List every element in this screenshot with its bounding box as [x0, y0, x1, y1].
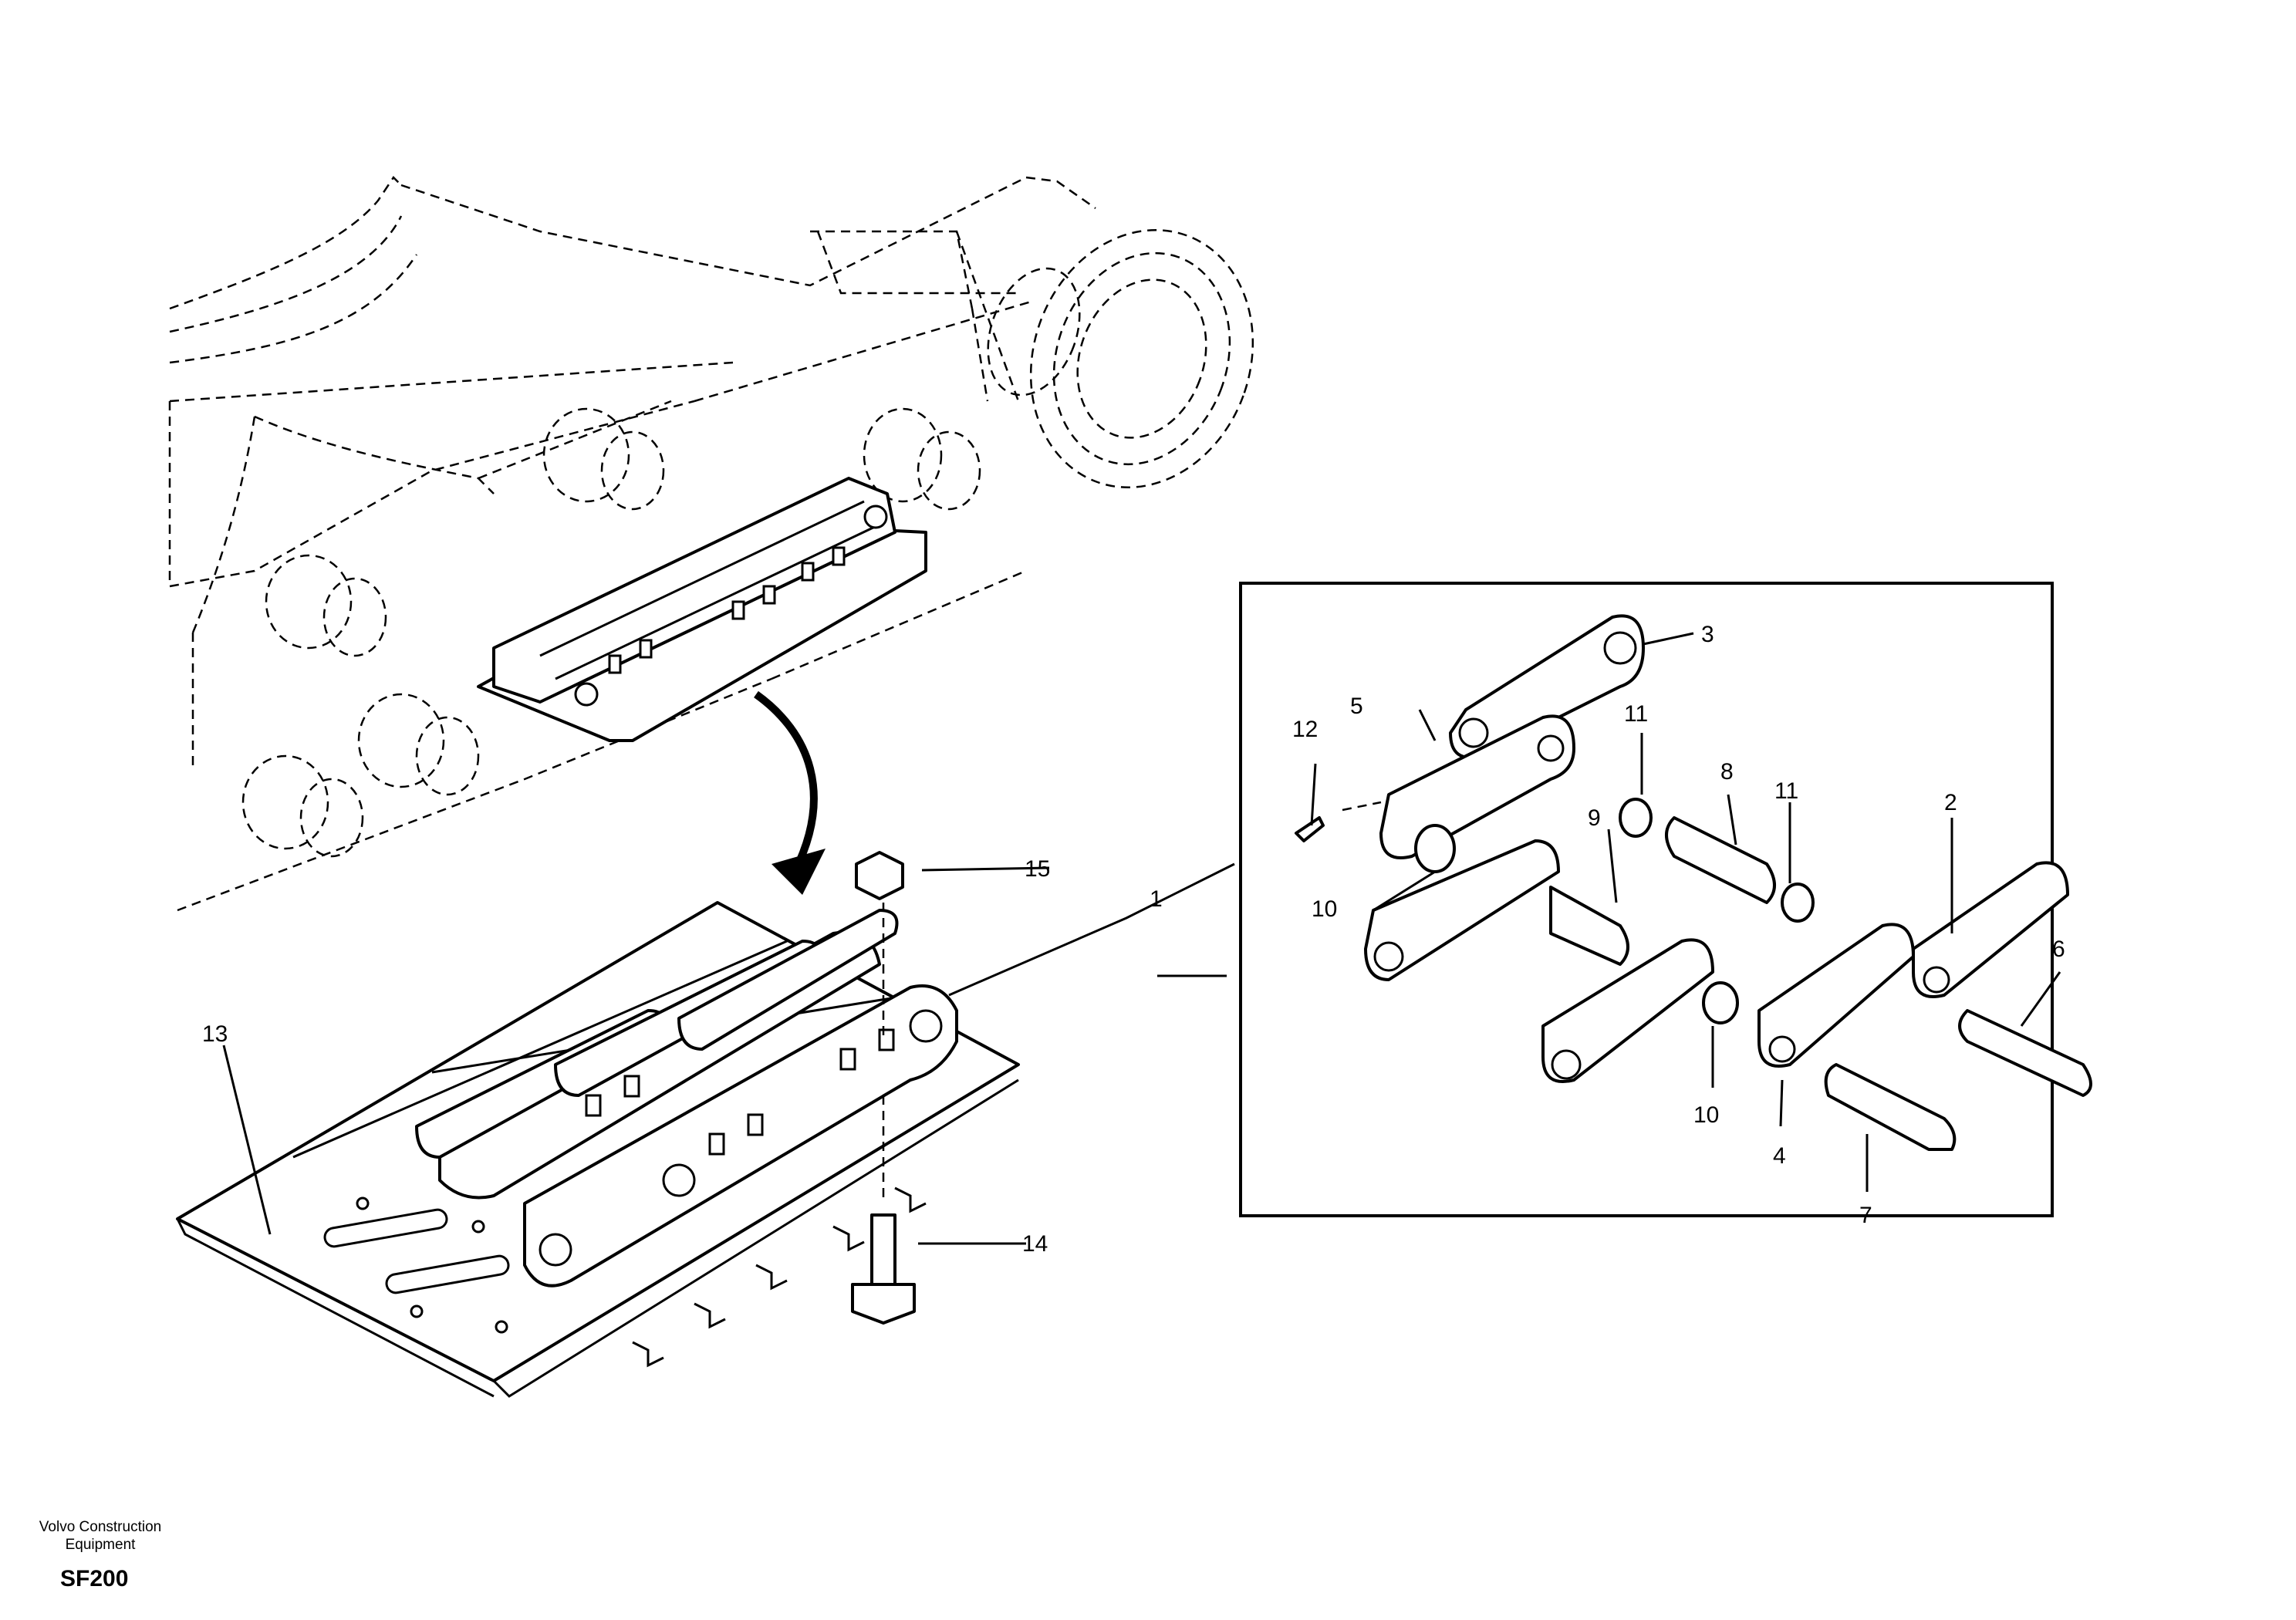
callout-10a: 10 — [1312, 896, 1337, 922]
footer-brand: Volvo Construction Equipment — [39, 1519, 162, 1553]
undercarriage-phantom — [168, 176, 1096, 912]
callout-5: 5 — [1350, 694, 1363, 719]
sprocket-phantom — [987, 228, 1254, 489]
callout-14: 14 — [1022, 1231, 1048, 1257]
footer-code: SF200 — [60, 1566, 129, 1591]
upper-track-chain — [477, 477, 927, 742]
callout-6: 6 — [2052, 937, 2065, 962]
callout-10b: 10 — [1693, 1102, 1719, 1128]
curved-arrow — [754, 690, 826, 895]
rollers-phantom — [241, 407, 981, 858]
callout-13: 13 — [202, 1021, 228, 1047]
callout-1: 1 — [1150, 886, 1163, 912]
callout-9: 9 — [1588, 805, 1601, 831]
callout-11b: 11 — [1774, 778, 1798, 804]
detail-leader — [948, 862, 1235, 997]
nut-part — [855, 851, 904, 1041]
callout-7: 7 — [1859, 1203, 1872, 1228]
track-shoe-assembly — [176, 901, 1020, 1398]
bolt-part — [851, 1095, 916, 1325]
callout-3: 3 — [1701, 622, 1714, 647]
callout-leaders — [222, 632, 2061, 1245]
callout-4: 4 — [1773, 1143, 1786, 1169]
callout-11a: 11 — [1624, 701, 1648, 727]
callout-8: 8 — [1720, 759, 1734, 785]
callout-15: 15 — [1025, 856, 1050, 882]
callout-2: 2 — [1944, 790, 1957, 815]
detail-parts — [1295, 614, 2092, 1151]
callout-12: 12 — [1292, 717, 1318, 742]
